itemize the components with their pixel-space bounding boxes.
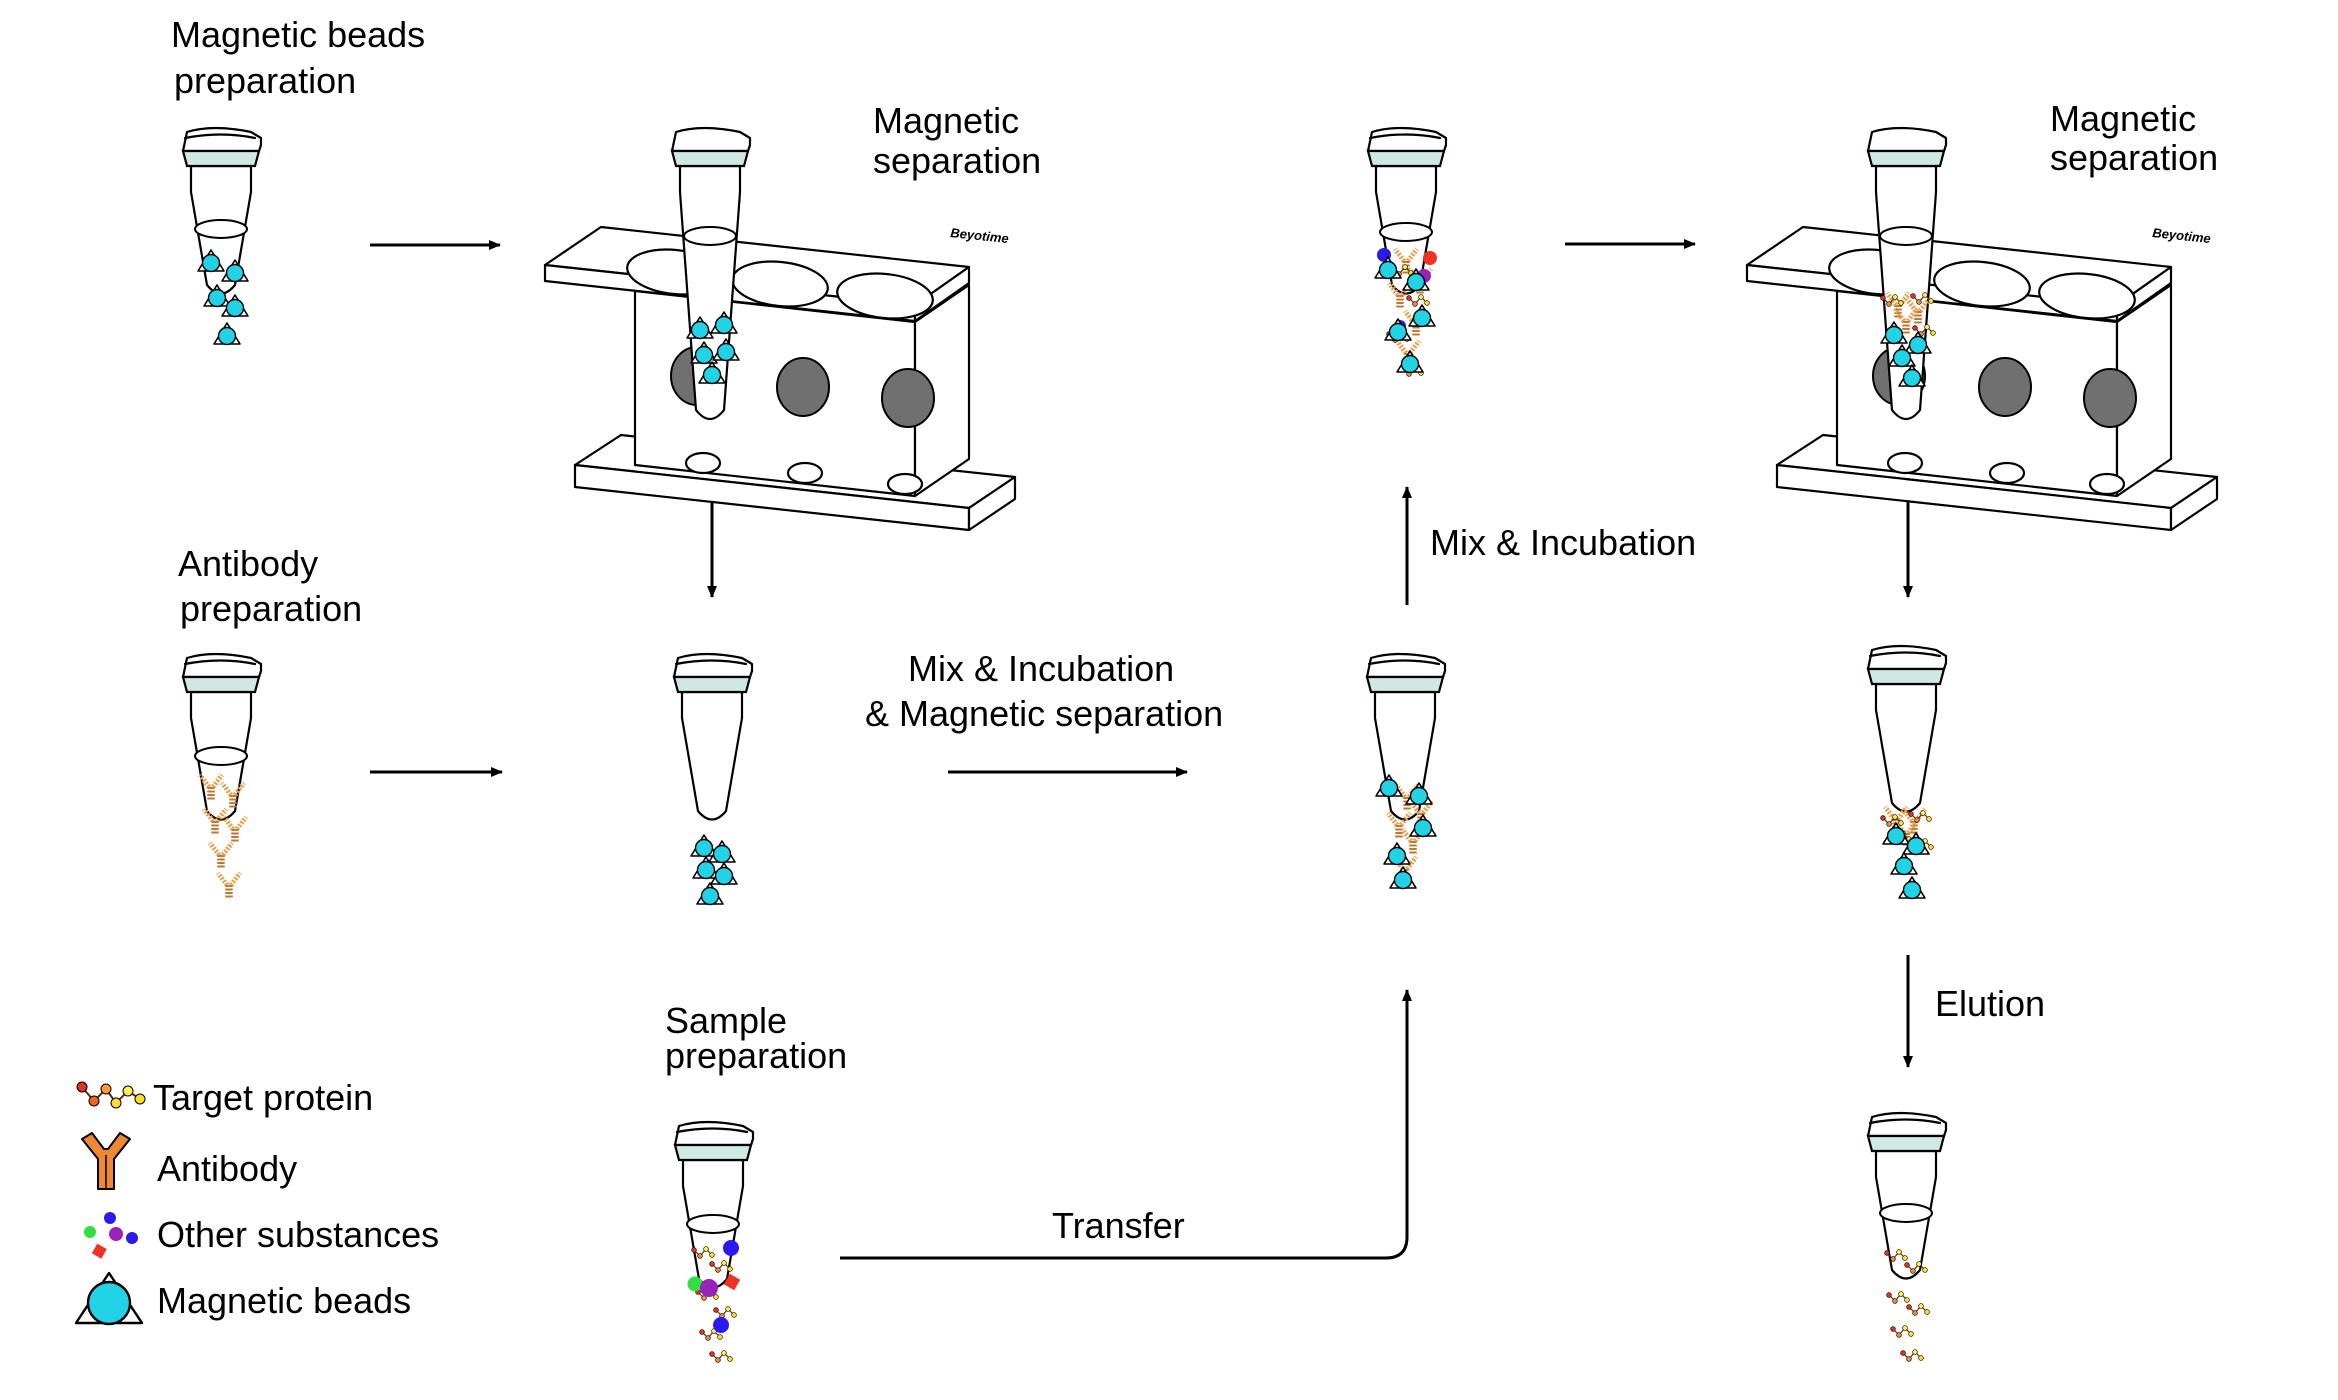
other-substances-icon — [84, 1212, 138, 1259]
label-mag-sep-b-line1: Magnetic — [2050, 98, 2196, 139]
label-beads-prep-line2: preparation — [174, 60, 356, 101]
legend-label-antibody: Antibody — [157, 1148, 297, 1189]
tube-complex-with-sample — [1366, 126, 1448, 377]
label-antibody-prep-line2: preparation — [180, 588, 362, 629]
tube-antibody — [181, 652, 263, 898]
legend-label-magnetic-beads: Magnetic beads — [157, 1280, 411, 1321]
legend: Target protein Antibody Other substances… — [74, 1077, 439, 1326]
magnetic-rack-b: Beyotime — [1745, 225, 2219, 532]
tube-beads-separated — [672, 652, 754, 906]
label-mix-incubation-sep-line1: Mix & Incubation — [908, 648, 1174, 689]
target-protein-icon — [76, 1081, 146, 1109]
label-mix-incubation: Mix & Incubation — [1430, 522, 1696, 563]
label-transfer: Transfer — [1052, 1205, 1185, 1246]
tube-bead-antibody-complex — [1365, 652, 1447, 890]
antibody-icon — [81, 1132, 131, 1190]
rack-brand-label: Beyotime — [2152, 225, 2212, 246]
arrow-transfer — [840, 989, 1412, 1260]
tube-eluted-protein — [1866, 1111, 1948, 1363]
tube-in-rack-b — [1866, 126, 1948, 421]
label-mix-incubation-sep-line2: & Magnetic separation — [865, 693, 1223, 734]
legend-label-target-protein: Target protein — [153, 1077, 373, 1118]
label-mag-sep-a-line1: Magnetic — [873, 100, 1019, 141]
label-mag-sep-b-line2: separation — [2050, 137, 2218, 178]
tube-in-rack-a — [670, 126, 752, 421]
label-mag-sep-a-line2: separation — [873, 140, 1041, 181]
label-sample-prep-line2: preparation — [665, 1035, 847, 1076]
tube-captured-complex — [1866, 644, 1948, 900]
label-antibody-prep-line1: Antibody — [178, 543, 318, 584]
label-sample-prep-line1: Sample — [665, 1000, 787, 1041]
label-beads-prep-line1: Magnetic beads — [171, 14, 425, 55]
magnetic-rack-a: Beyotime — [543, 225, 1017, 532]
rack-brand-label: Beyotime — [950, 225, 1010, 246]
label-elution: Elution — [1935, 983, 2045, 1024]
tube-magnetic-beads — [181, 126, 263, 346]
tube-sample — [673, 1120, 755, 1364]
magnetic-bead-icon — [74, 1271, 144, 1326]
flow-arrows — [370, 239, 1913, 1260]
legend-label-other-substances: Other substances — [157, 1214, 439, 1255]
